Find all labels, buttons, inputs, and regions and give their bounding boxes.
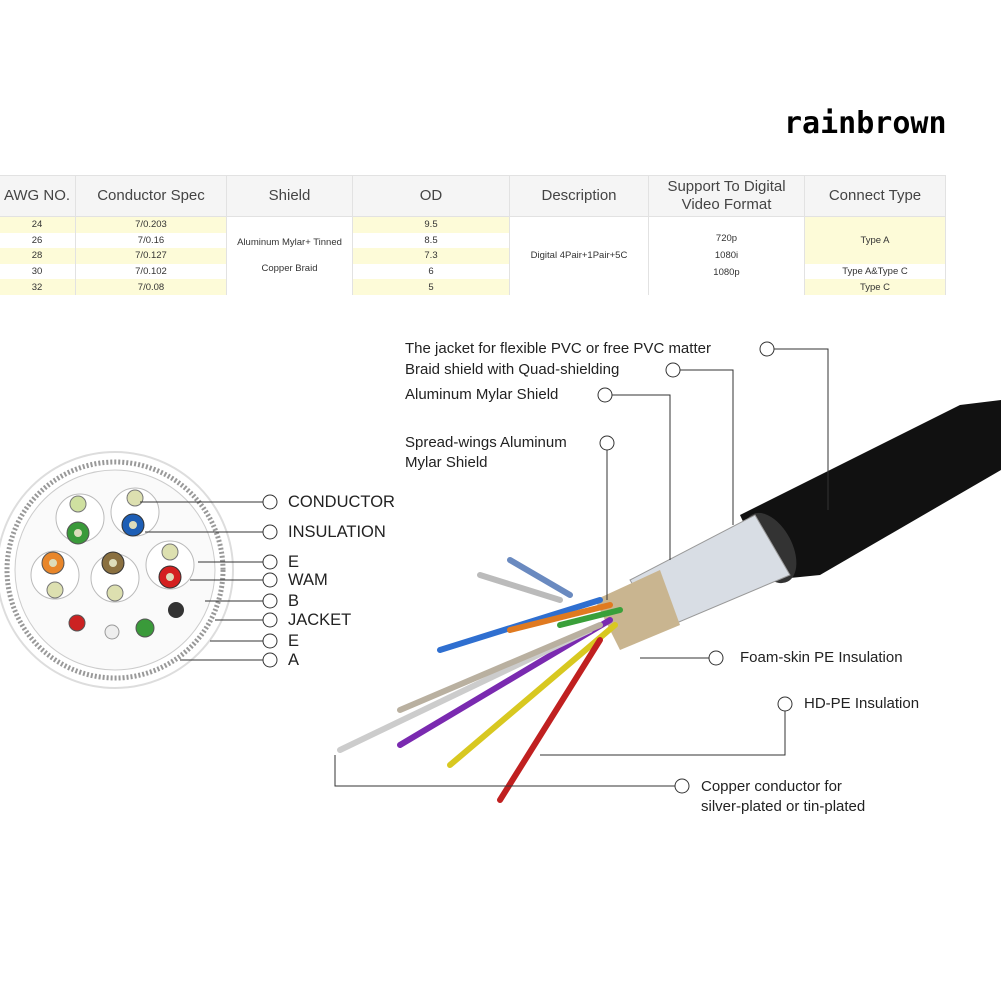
label-b: B	[288, 592, 300, 610]
label-conductor: CONDUCTOR	[288, 493, 395, 511]
cable-leaders	[334, 341, 829, 794]
cell-description: Digital 4Pair+1Pair+5C	[509, 216, 649, 295]
format: 720p	[715, 233, 738, 245]
cell: Type A&Type C	[804, 263, 946, 280]
label-jacket-material: The jacket for flexible PVC or free PVC …	[405, 340, 711, 357]
table-row: 26 7/0.16 8.5	[0, 232, 946, 249]
table-row: 28 7/0.127 7.3	[0, 248, 946, 264]
cable-illustration	[337, 400, 1001, 803]
cross-section-leaders	[140, 494, 278, 668]
cell: 7/0.16	[75, 232, 227, 249]
cell: 7/0.08	[75, 279, 227, 295]
label-e2: E	[288, 632, 300, 650]
cell: 8.5	[352, 232, 510, 249]
table-row: 32 7/0.08 5 Type C	[0, 279, 946, 295]
col-awg: AWG NO.	[0, 175, 76, 217]
col-conductor: Conductor Spec	[75, 175, 227, 217]
cell: 6	[352, 263, 510, 280]
cell: 7/0.203	[75, 216, 227, 233]
label-jacket: JACKET	[288, 611, 352, 629]
brand-logo: rainbrown	[784, 106, 947, 141]
cell: 24	[0, 216, 76, 233]
table-row: 24 7/0.203 Aluminum Mylar+ Tinned Copper…	[0, 216, 946, 295]
spec-table: AWG NO. Conductor Spec Shield OD Descrip…	[0, 175, 946, 295]
cross-section	[0, 451, 234, 689]
cell: 9.5	[352, 216, 510, 233]
label-mylar: Aluminum Mylar Shield	[405, 386, 559, 403]
label-wam: WAM	[288, 571, 328, 589]
label-insulation: INSULATION	[288, 523, 386, 541]
format: 1080i	[714, 250, 739, 262]
col-connect: Connect Type	[804, 175, 946, 217]
cell: 7.3	[352, 248, 510, 264]
label-e: E	[288, 553, 300, 571]
label-a: A	[288, 651, 300, 669]
table-header: AWG NO. Conductor Spec Shield OD Descrip…	[0, 175, 946, 217]
label-spread-2: Mylar Shield	[405, 454, 488, 471]
col-format: Support To Digital Video Format	[648, 175, 805, 217]
cell-formats: 720p 1080i 1080p	[648, 216, 805, 295]
col-od: OD	[352, 175, 510, 217]
label-foam: Foam-skin PE Insulation	[740, 649, 903, 666]
label-spread-1: Spread-wings Aluminum	[405, 434, 567, 451]
cell-shield: Aluminum Mylar+ Tinned Copper Braid	[226, 216, 353, 295]
cell: 32	[0, 279, 76, 295]
cell: Type A	[804, 216, 946, 264]
label-copper-2: silver-plated or tin-plated	[701, 798, 866, 815]
cell: 7/0.127	[75, 248, 227, 264]
cell: Type C	[804, 279, 946, 295]
cell: 28	[0, 248, 76, 264]
cell: 5	[352, 279, 510, 295]
label-hdpe: HD-PE Insulation	[804, 695, 920, 712]
label-copper-1: Copper conductor for	[701, 778, 842, 795]
format: 1080p	[713, 267, 740, 279]
label-braid: Braid shield with Quad-shielding	[405, 361, 620, 378]
col-shield: Shield	[226, 175, 353, 217]
table-row: 30 7/0.102 6 Type A&Type C	[0, 263, 946, 280]
cell: 7/0.102	[75, 263, 227, 280]
col-description: Description	[509, 175, 649, 217]
